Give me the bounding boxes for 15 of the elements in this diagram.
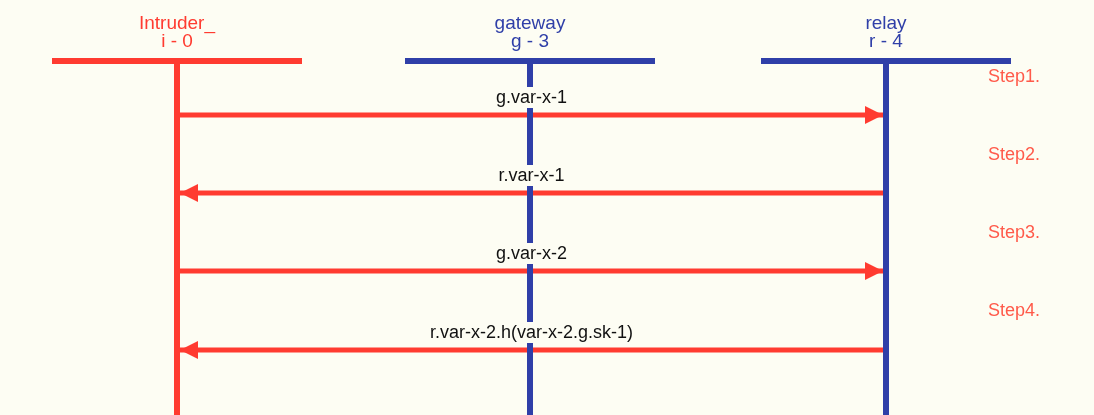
message-label: r.var-x-2.h(var-x-2.g.sk-1) bbox=[428, 322, 635, 343]
participant-name: Intruder_ bbox=[137, 13, 217, 32]
message-arrow bbox=[180, 262, 883, 280]
step-label: Step2. bbox=[988, 144, 1041, 165]
message-arrow bbox=[180, 106, 883, 124]
participant-id: i - 0 bbox=[161, 31, 193, 50]
message-arrow bbox=[180, 184, 883, 202]
message-arrow bbox=[180, 341, 883, 359]
message-label: g.var-x-2 bbox=[494, 243, 569, 264]
step-label: Step1. bbox=[988, 66, 1041, 87]
message-label: g.var-x-1 bbox=[494, 87, 569, 108]
step-label: Step4. bbox=[988, 300, 1041, 321]
participant-id: g - 3 bbox=[511, 31, 549, 50]
step-label: Step3. bbox=[988, 222, 1041, 243]
message-label: r.var-x-1 bbox=[496, 165, 567, 186]
